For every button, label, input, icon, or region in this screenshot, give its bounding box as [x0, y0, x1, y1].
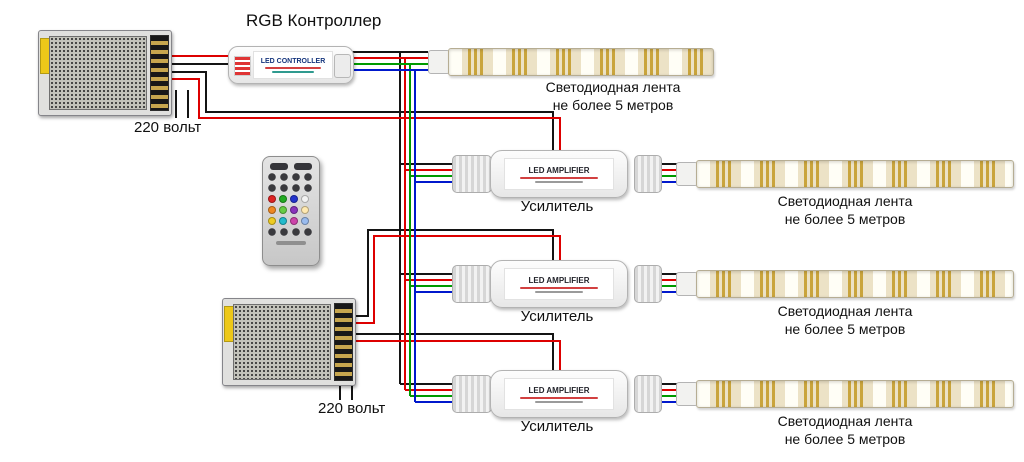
psu2-terminal-block: [334, 303, 353, 381]
strip3-caption-line1: Светодиодная лента: [777, 303, 913, 319]
strip1-caption-line1: Светодиодная лента: [545, 79, 681, 95]
controller-output-connector: [334, 54, 351, 78]
strip4-caption: Светодиодная лента не более 5 метров: [730, 413, 960, 448]
controller-fineprint-red: [264, 66, 322, 69]
strip3-connector: [676, 272, 698, 296]
remote-button-row-1: [268, 173, 314, 181]
psu1-voltage-label: 220 вольт: [134, 119, 202, 136]
strip2-caption: Светодиодная лента не более 5 метров: [730, 193, 960, 228]
amp1-input-connector: [452, 155, 492, 193]
strip2-connector: [676, 162, 698, 186]
amp2-input-connector: [452, 265, 492, 303]
strip3-caption: Светодиодная лента не более 5 метров: [730, 303, 960, 338]
controller-device-label: LED CONTROLLER: [260, 57, 326, 65]
remote-color-button-9: [279, 217, 287, 225]
controller-fineprint-teal: [271, 70, 315, 73]
wire-psu2-to-amp3-black: [354, 333, 554, 378]
strip1-connector: [428, 50, 450, 74]
red-wires: [168, 55, 678, 391]
amp2-body: LED AMPLIFIER: [490, 260, 628, 308]
psu2-voltage-label: 220 вольт: [318, 400, 386, 417]
amp3-fineprint-grey: [535, 400, 583, 403]
controller-red-stripes: [234, 56, 251, 76]
remote-power-button: [270, 163, 288, 170]
wire-psu2-to-amp3-red: [354, 340, 561, 378]
amp1-fineprint-red: [520, 176, 598, 179]
amp3-fineprint-red: [520, 396, 598, 399]
remote-mode-button: [294, 163, 312, 170]
remote-button-row-2: [268, 184, 314, 192]
amp1-caption: Усилитель: [520, 198, 594, 215]
strip4-caption-line1: Светодиодная лента: [777, 413, 913, 429]
amp2-fineprint-red: [520, 286, 598, 289]
amp3-output-connector: [634, 375, 662, 413]
strip2-caption-line1: Светодиодная лента: [777, 193, 913, 209]
diagram-title: RGB Контроллер: [246, 11, 382, 30]
psu1-vent-grille: [49, 36, 147, 110]
amp2-fineprint-grey: [535, 290, 583, 293]
led-strip-3: [696, 270, 1014, 298]
strip4-caption-line2: не более 5 метров: [784, 430, 906, 447]
strip1-caption: Светодиодная лента не более 5 метров: [498, 79, 728, 114]
remote-color-button-1: [279, 195, 287, 203]
amplifier-1: LED AMPLIFIER: [452, 150, 662, 198]
wire-psu2-to-amp2-red: [354, 235, 561, 324]
amp2-label-area: LED AMPLIFIER: [504, 268, 614, 300]
green-wires: [352, 63, 678, 397]
strip4-connector: [676, 382, 698, 406]
wire-psu1-to-amp1-red: [168, 78, 561, 166]
psu1-terminal-block: [150, 35, 169, 111]
controller-label-area: LED CONTROLLER: [253, 51, 333, 79]
remote-color-button-8: [268, 217, 276, 225]
wire-psu1-to-amp1-black: [168, 71, 554, 166]
led-strip-2: [696, 160, 1014, 188]
amp3-input-connector: [452, 375, 492, 413]
remote-brand-text: [276, 241, 306, 245]
remote-color-button-10: [290, 217, 298, 225]
rgb-controller-device: LED CONTROLLER: [228, 46, 354, 84]
wire-psu2-to-amp2-black: [354, 229, 554, 317]
power-supply-2: [222, 298, 356, 386]
psu2-vent-grille: [233, 304, 331, 380]
remote-color-button-0: [268, 195, 276, 203]
led-strip-4: [696, 380, 1014, 408]
remote-top-buttons: [268, 163, 314, 170]
amp2-device-label: LED AMPLIFIER: [528, 275, 590, 285]
amp3-caption: Усилитель: [520, 418, 594, 435]
amp1-output-connector: [634, 155, 662, 193]
amp1-label-area: LED AMPLIFIER: [504, 158, 614, 190]
amp2-caption: Усилитель: [520, 308, 594, 325]
remote-button-row-3: [268, 228, 314, 236]
remote-color-button-5: [279, 206, 287, 214]
strip1-caption-line2: не более 5 метров: [552, 96, 674, 113]
strip2-caption-line2: не более 5 метров: [784, 210, 906, 227]
remote-color-button-6: [290, 206, 298, 214]
remote-color-button-11: [301, 217, 309, 225]
remote-color-button-7: [301, 206, 309, 214]
remote-color-button-2: [290, 195, 298, 203]
power-supply-1: [38, 30, 172, 116]
amp1-body: LED AMPLIFIER: [490, 150, 628, 198]
amp3-label-area: LED AMPLIFIER: [504, 378, 614, 410]
remote-color-button-4: [268, 206, 276, 214]
remote-color-buttons: [268, 195, 314, 225]
amp3-body: LED AMPLIFIER: [490, 370, 628, 418]
strip3-caption-line2: не более 5 метров: [784, 320, 906, 337]
amp1-device-label: LED AMPLIFIER: [528, 165, 590, 175]
amplifier-2: LED AMPLIFIER: [452, 260, 662, 308]
amplifier-3: LED AMPLIFIER: [452, 370, 662, 418]
amp3-device-label: LED AMPLIFIER: [528, 385, 590, 395]
led-strip-1: [448, 48, 714, 76]
amp2-output-connector: [634, 265, 662, 303]
remote-color-button-3: [301, 195, 309, 203]
ir-remote-control: [262, 156, 320, 266]
amp1-fineprint-grey: [535, 180, 583, 183]
